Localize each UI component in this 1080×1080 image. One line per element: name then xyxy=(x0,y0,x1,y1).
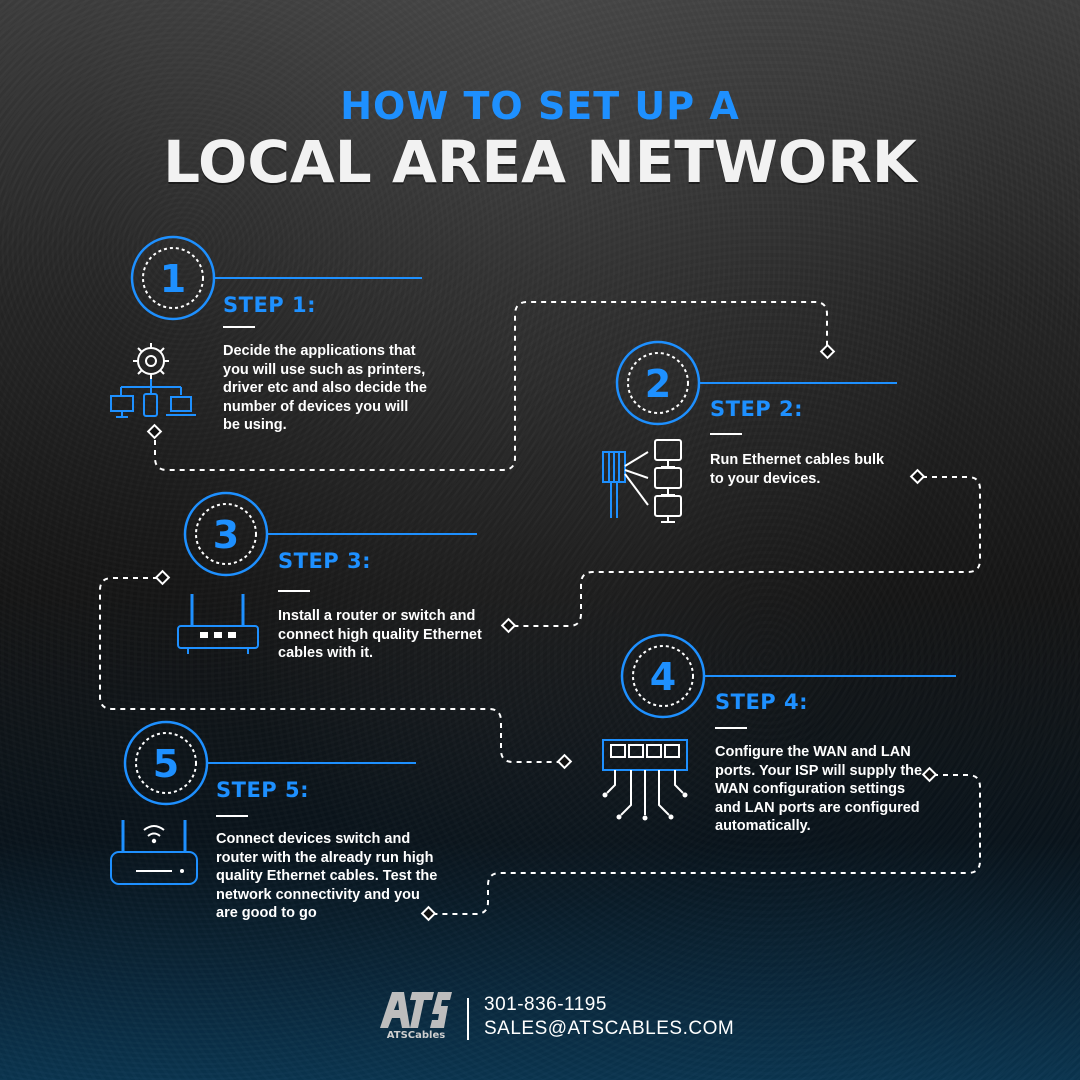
footer-phone[interactable]: 301-836-1195 xyxy=(484,994,607,1015)
step-3-heading: STEP 3: xyxy=(278,549,372,573)
step-3-number: 3 xyxy=(213,513,239,557)
wifi-router-icon xyxy=(110,820,198,885)
step-2-description: Run Ethernet cables bulk to your devices… xyxy=(710,452,885,487)
title-line-2: LOCAL AREA NETWORK xyxy=(163,128,917,196)
title-line-1: HOW TO SET UP A xyxy=(340,84,740,128)
connector-1-2 xyxy=(154,301,828,471)
step-3-description: Install a router or switch and connect h… xyxy=(278,608,482,661)
step-4-heading: STEP 4: xyxy=(715,690,809,714)
ats-logo xyxy=(380,992,452,1028)
router-icon xyxy=(177,594,259,654)
step-1-number: 1 xyxy=(160,257,186,301)
connector-3-4 xyxy=(99,577,558,763)
step-2-badge: 2 xyxy=(615,340,897,426)
step-3-badge: 3 xyxy=(183,491,477,577)
step-1-badge: 1 xyxy=(130,235,422,321)
step-1-divider xyxy=(223,326,255,328)
switch-ports-icon xyxy=(602,739,688,821)
step-1-description: Decide the applications that you will us… xyxy=(223,343,427,433)
connector-diamonds xyxy=(146,343,938,922)
step-2-number: 2 xyxy=(645,362,671,406)
step-4-badge: 4 xyxy=(620,633,956,719)
step-3-divider xyxy=(278,590,310,592)
connector-2-3 xyxy=(515,476,981,627)
logo-text: ATSCables xyxy=(386,1030,446,1041)
connector-4-5 xyxy=(434,774,981,915)
step-5-heading: STEP 5: xyxy=(216,778,310,802)
step-5-description: Connect devices switch and router with t… xyxy=(216,831,438,921)
step-5-number: 5 xyxy=(153,742,179,786)
step-4-description: Configure the WAN and LAN ports. Your IS… xyxy=(715,744,923,834)
footer-email[interactable]: SALES@ATSCABLES.COM xyxy=(484,1018,735,1039)
devices-network-icon xyxy=(110,343,196,418)
ethernet-cable-icon xyxy=(602,439,682,523)
dashed-connectors xyxy=(99,301,981,915)
step-5-divider xyxy=(216,815,248,817)
footer-separator xyxy=(467,998,469,1040)
step-4-number: 4 xyxy=(650,655,676,699)
step-2-divider xyxy=(710,433,742,435)
step-1-heading: STEP 1: xyxy=(223,293,317,317)
step-5-badge: 5 xyxy=(123,720,416,806)
step-2-heading: STEP 2: xyxy=(710,397,804,421)
step-4-divider xyxy=(715,727,747,729)
